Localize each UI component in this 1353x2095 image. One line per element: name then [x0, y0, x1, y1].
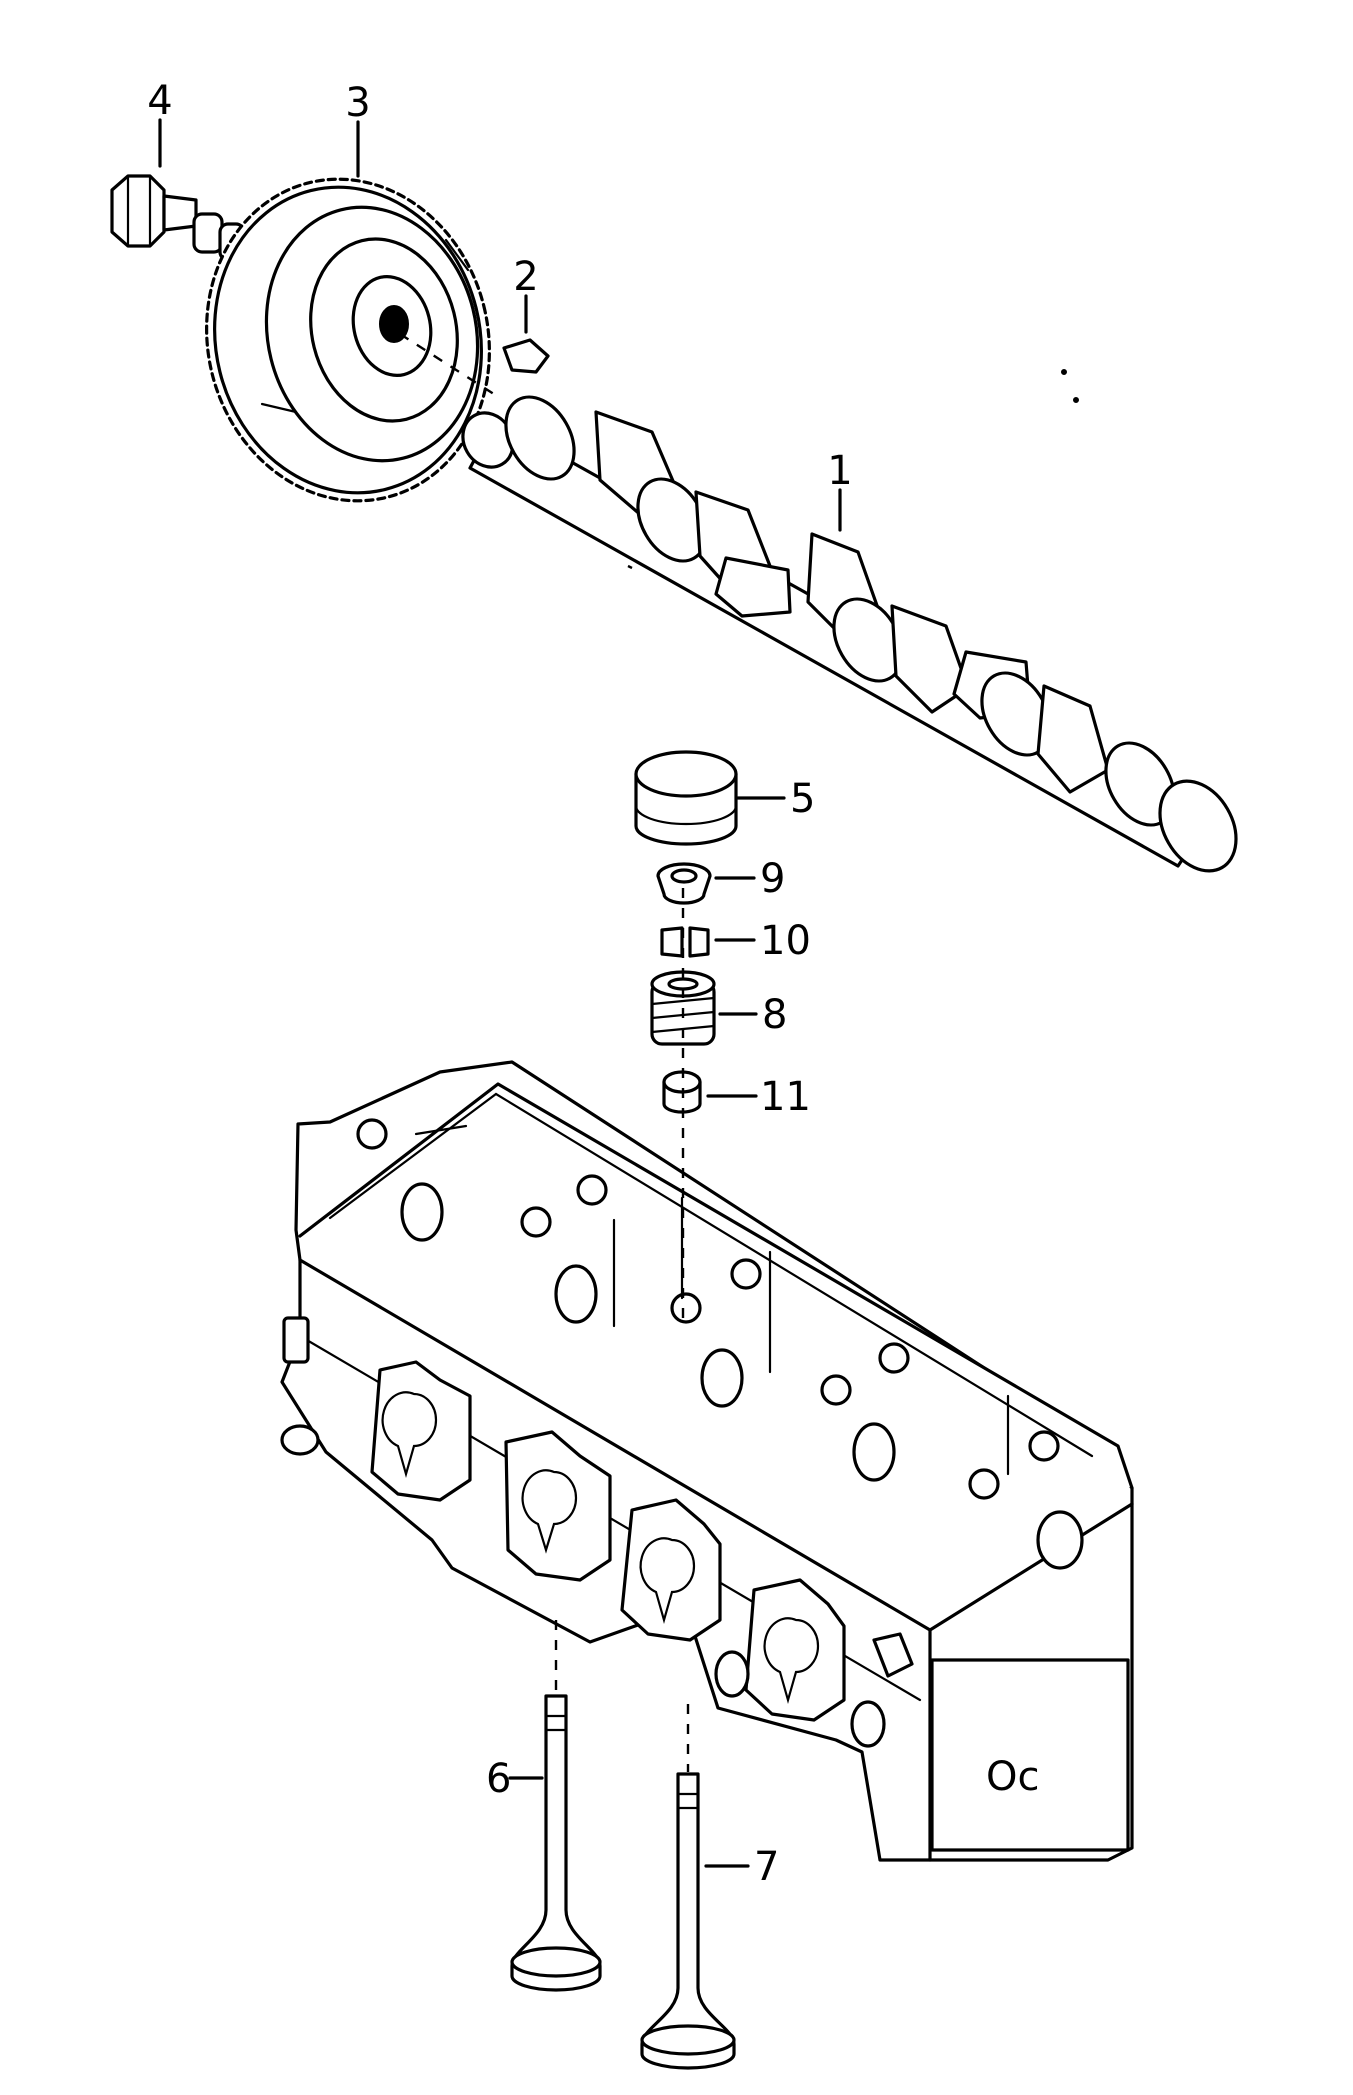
callout-3: 3 — [345, 80, 370, 126]
hydraulic-lifter-part[interactable] — [634, 750, 738, 846]
callout-1: 1 — [827, 448, 852, 494]
woodruff-key-part[interactable] — [502, 338, 550, 374]
callout-10: 10 — [760, 918, 811, 964]
callout-9: 9 — [760, 856, 785, 902]
callout-6: 6 — [486, 1756, 511, 1802]
camshaft-part[interactable] — [453, 385, 1251, 885]
valve-collets-part[interactable] — [660, 926, 710, 958]
intake-valve-part[interactable] — [510, 1694, 602, 1992]
camshaft-sprocket-part[interactable] — [173, 149, 523, 531]
callout-2: 2 — [513, 254, 538, 300]
exhaust-valve-part[interactable] — [640, 1772, 736, 2070]
cylinder-head-part[interactable]: Oc — [280, 1060, 1134, 1862]
bolt-part[interactable] — [110, 174, 246, 262]
callout-7: 7 — [754, 1844, 779, 1890]
callout-11: 11 — [760, 1074, 811, 1120]
callout-4: 4 — [147, 78, 172, 124]
callout-8: 8 — [762, 992, 787, 1038]
spring-retainer-part[interactable] — [656, 862, 712, 905]
casting-mark-text: Oc — [986, 1754, 1039, 1800]
callout-5: 5 — [790, 776, 815, 822]
